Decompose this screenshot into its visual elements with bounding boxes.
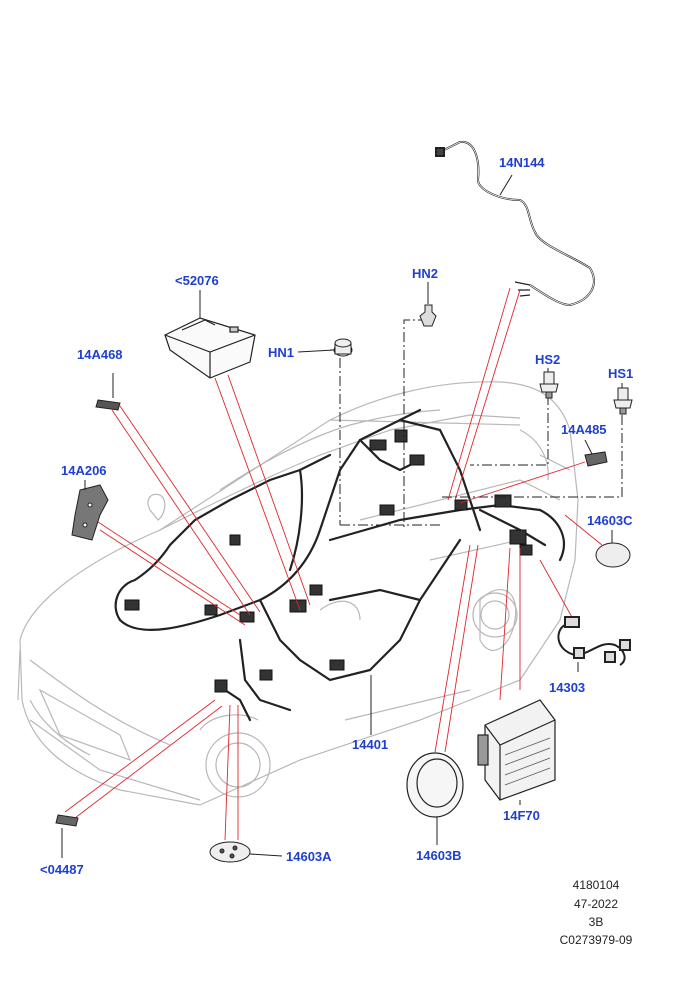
ref-line-4: C0273979-09 xyxy=(559,933,633,947)
callout-14F70[interactable]: 14F70 xyxy=(503,808,540,823)
cover-14603B xyxy=(406,752,464,818)
module-52076 xyxy=(164,317,256,379)
ref-line-2: 47-2022 xyxy=(573,897,619,911)
harness-14303 xyxy=(557,616,631,666)
callout-14A485[interactable]: 14A485 xyxy=(561,422,607,437)
module-14F70 xyxy=(477,699,556,801)
main-harness xyxy=(114,408,565,722)
nut-HN2 xyxy=(419,304,437,327)
bracket-14A485 xyxy=(584,451,608,467)
callout-14N144[interactable]: 14N144 xyxy=(499,155,545,170)
callout-14401[interactable]: 14401 xyxy=(352,737,389,752)
leader-lines xyxy=(64,287,603,841)
callout-HS1[interactable]: HS1 xyxy=(608,366,634,381)
clip-04487 xyxy=(55,814,79,827)
callout-HN2[interactable]: HN2 xyxy=(412,266,439,281)
ref-line-1: 4180104 xyxy=(572,878,620,892)
cover-14603C xyxy=(595,542,631,568)
callout-HS2[interactable]: HS2 xyxy=(535,352,561,367)
callout-14A468[interactable]: 14A468 xyxy=(77,347,123,362)
clip-14A468 xyxy=(95,399,121,411)
grommet-14603A xyxy=(209,841,251,863)
harness-connectors xyxy=(124,429,533,693)
callout-14A206[interactable]: 14A206 xyxy=(61,463,107,478)
callout-14603C[interactable]: 14603C xyxy=(587,513,633,528)
callout-14603B[interactable]: 14603B xyxy=(416,848,462,863)
callout-14603A[interactable]: 14603A xyxy=(286,849,332,864)
callout-04487[interactable]: <04487 xyxy=(40,862,84,877)
sensor-HS1 xyxy=(613,387,633,415)
ref-line-3: 3B xyxy=(588,915,604,929)
vehicle-outline xyxy=(17,381,579,806)
bracket-14A206 xyxy=(71,484,109,541)
callout-52076[interactable]: <52076 xyxy=(175,273,219,288)
pointer-lines xyxy=(61,174,623,858)
cable-14N144 xyxy=(435,140,595,307)
callout-14303[interactable]: 14303 xyxy=(549,680,586,695)
callout-HN1[interactable]: HN1 xyxy=(268,345,295,360)
sensor-HS2 xyxy=(539,371,559,399)
nut-HN1 xyxy=(333,338,353,357)
